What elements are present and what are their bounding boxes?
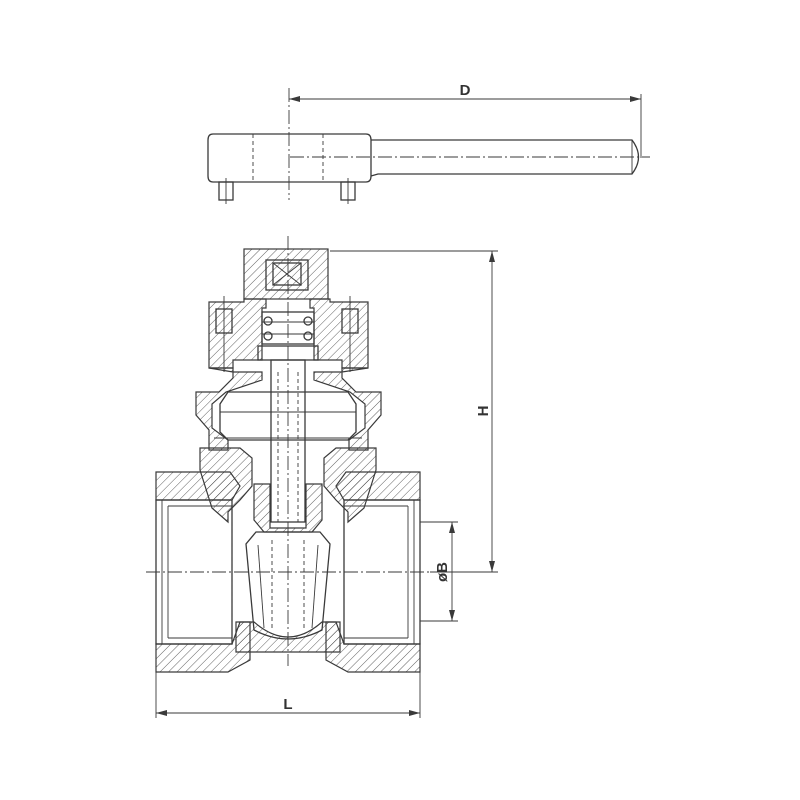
o-ring-left-top <box>263 316 273 326</box>
lever-hub <box>207 133 372 183</box>
square-cross-2 <box>272 262 302 286</box>
dimension-d-arrow-right <box>630 96 641 102</box>
dimension-l-arrow-right <box>409 710 420 716</box>
dimension-b-arrow-bottom <box>449 610 455 621</box>
dimension-b-label: øB <box>434 562 451 582</box>
dimension-h-arrow-bottom <box>489 561 495 572</box>
wedge-inner-left <box>257 544 265 629</box>
o-ring-right-top <box>303 316 313 326</box>
dimension-h-label: H <box>475 406 492 417</box>
lever-handle-view <box>207 88 650 204</box>
dimension-b: øB <box>420 521 458 622</box>
stem-square-socket <box>265 259 309 291</box>
dimension-h: H <box>330 250 498 573</box>
body-left-port-top <box>155 471 241 501</box>
wedge-nut <box>253 483 323 533</box>
dimension-b-arrow-top <box>449 522 455 533</box>
dimension-d-arrow-left <box>289 96 300 102</box>
dimension-d-label: D <box>460 82 471 99</box>
o-ring-right-bottom <box>303 331 313 341</box>
stem-cap-housing <box>243 248 329 300</box>
bonnet-upper-right <box>309 298 369 369</box>
dimension-h-arrow-top <box>489 251 495 262</box>
bonnet-chamber <box>219 391 357 441</box>
body-bottom <box>235 621 341 653</box>
dimension-l-label: L <box>283 696 292 713</box>
wedge-inner-right <box>311 544 319 629</box>
lever-bar <box>370 139 640 177</box>
stem-square-top <box>272 262 302 286</box>
valve-section-view <box>146 236 430 673</box>
o-ring-left-bottom <box>263 331 273 341</box>
dimension-d: D <box>289 82 642 158</box>
body-right-port-top <box>335 471 421 501</box>
dimension-l: L <box>155 672 421 718</box>
dimension-l-arrow-left <box>156 710 167 716</box>
